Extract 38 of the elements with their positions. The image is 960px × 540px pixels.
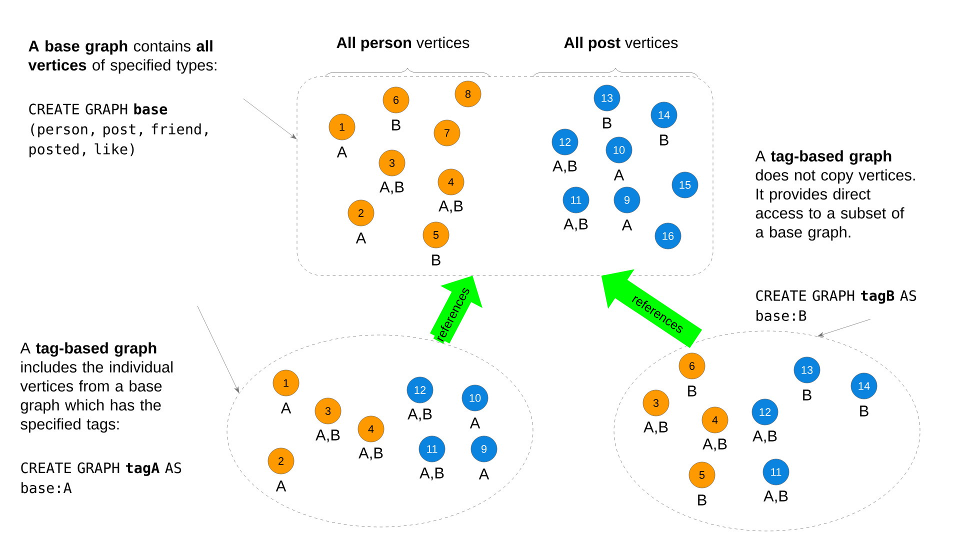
vertex-tag: A [276,480,286,492]
vertex-tag: A,B [644,422,668,434]
vertex-tag: A,B [764,490,788,504]
vertex-tag: B [860,406,868,416]
vertex-tag: B [688,386,696,396]
vertex-tag: A [622,220,632,230]
note-text: A tag-based graph includes the individual vertices from a base graph which has the specified tags: CREATE GRAPH tagA AS base:A [20,342,182,494]
vertex-tag: A [356,232,366,244]
vertex-tag: B [803,390,812,400]
vertex-tag: A,B [380,182,404,194]
note-text: A tag-based graph does not copy vertices. It provides direct access to a subset of a base graph. [755,150,915,241]
leader-arrow [818,319,871,337]
vertex-tag: A [470,418,480,428]
vertex-tag: A,B [752,430,777,444]
vertex-tag: A,B [702,438,727,452]
vertex-tag: A,B [564,218,588,232]
vertex-tag: B [698,494,706,506]
note-text: CREATE GRAPH tagB AS base:B [756,290,916,321]
vertex-tag: A,B [420,468,444,480]
leader-arrow [243,98,297,140]
vertex-tag: A,B [438,200,463,214]
vertex-tag: A [614,170,624,180]
vertex-tag: B [660,134,668,146]
vertex-tag: A,B [552,160,577,174]
vertex-tag: A,B [358,448,383,460]
group-heading: All post vertices [564,36,678,52]
vertex-tag: B [392,120,400,130]
vertex-tag: A [280,402,292,414]
vertex-tag: B [432,254,440,266]
vertex-tag: A,B [408,408,432,422]
vertex-tag: A [336,146,348,158]
graph-frame [296,76,714,276]
vertex-tag: B [603,118,612,128]
note-text: A base graph contains all vertices of specified types: CREATE GRAPH base (person, post, friend, posted, like) [28,40,216,158]
vertex-tag: A [478,468,490,480]
vertex-tag: A,B [316,430,340,442]
group-heading: All person vertices [336,36,470,52]
leader-arrow [197,306,240,393]
